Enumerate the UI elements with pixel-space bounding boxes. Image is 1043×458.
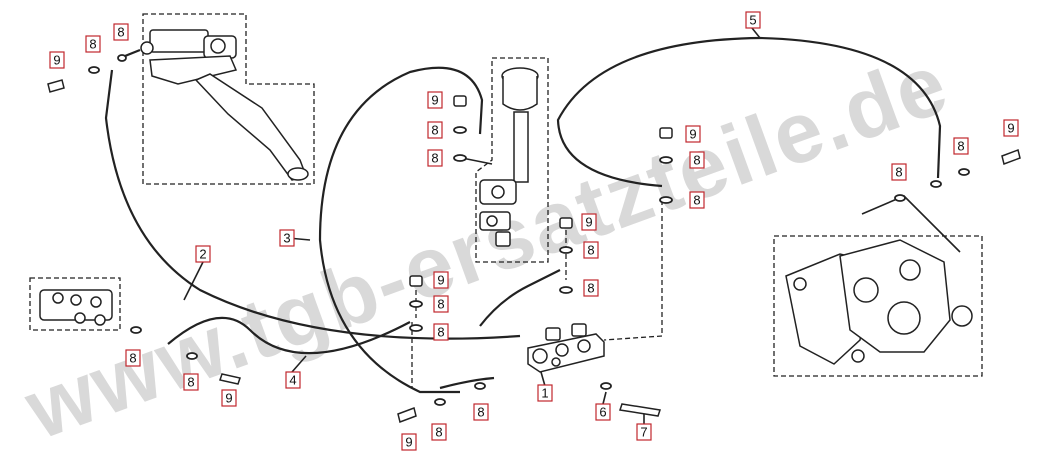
svg-text:8: 8: [693, 153, 700, 168]
svg-text:9: 9: [431, 93, 438, 108]
svg-text:8: 8: [957, 139, 964, 154]
callout-9b: 9: [427, 91, 443, 109]
left-brake-valve-assembly: [29, 277, 121, 331]
callout-8p: 8: [953, 137, 969, 155]
svg-text:6: 6: [599, 405, 606, 420]
callout-9a: 9: [49, 51, 65, 69]
svg-text:9: 9: [689, 127, 696, 142]
svg-text:8: 8: [477, 405, 484, 420]
svg-text:8: 8: [187, 375, 194, 390]
callout-9e: 9: [433, 271, 449, 289]
leader-lines: [183, 27, 761, 424]
callout-9f: 9: [221, 389, 237, 407]
callout-7: 7: [636, 423, 652, 441]
callout-8b: 8: [113, 23, 129, 41]
callout-8m: 8: [431, 423, 447, 441]
master-cylinder-assembly: [140, 13, 315, 185]
callout-8h: 8: [583, 279, 599, 297]
svg-text:9: 9: [225, 391, 232, 406]
svg-text:8: 8: [693, 193, 700, 208]
rear-brake-caliper-assembly: [773, 195, 983, 377]
svg-text:8: 8: [431, 151, 438, 166]
svg-text:9: 9: [585, 215, 592, 230]
callout-2: 2: [195, 245, 211, 263]
callout-9c: 9: [685, 125, 701, 143]
svg-text:9: 9: [53, 53, 60, 68]
svg-text:3: 3: [283, 231, 290, 246]
callouts: 1 2 3 4 5 6 7 8 8 8 8 8 8 8 8 8 8 8 8 8 …: [49, 11, 1019, 451]
callout-8i: 8: [433, 295, 449, 313]
svg-text:5: 5: [749, 13, 756, 28]
svg-text:1: 1: [541, 386, 548, 401]
svg-text:7: 7: [640, 425, 647, 440]
svg-text:9: 9: [437, 273, 444, 288]
svg-text:8: 8: [437, 297, 444, 312]
svg-text:8: 8: [431, 123, 438, 138]
svg-text:8: 8: [435, 425, 442, 440]
callout-9h: 9: [1003, 119, 1019, 137]
callout-8d: 8: [427, 149, 443, 167]
callout-8e: 8: [689, 151, 705, 169]
callout-4: 4: [285, 371, 301, 389]
callout-8k: 8: [125, 349, 141, 367]
svg-text:8: 8: [89, 37, 96, 52]
callout-8c: 8: [427, 121, 443, 139]
svg-text:8: 8: [587, 281, 594, 296]
svg-text:8: 8: [117, 25, 124, 40]
callout-8a: 8: [85, 35, 101, 53]
callout-8f: 8: [689, 191, 705, 209]
svg-text:8: 8: [129, 351, 136, 366]
callout-8n: 8: [473, 403, 489, 421]
callout-5: 5: [745, 11, 761, 29]
brake-distributor-block: [527, 323, 605, 373]
callout-8g: 8: [583, 241, 599, 259]
watermark-text: www.tgb-ersatzteile.de: [13, 35, 961, 458]
callout-9g: 9: [401, 433, 417, 451]
callout-8o: 8: [891, 163, 907, 181]
callout-8j: 8: [433, 323, 449, 341]
rear-master-cylinder-assembly: [461, 57, 549, 263]
callout-9d: 9: [581, 213, 597, 231]
callout-1: 1: [537, 384, 553, 402]
svg-text:8: 8: [437, 325, 444, 340]
svg-text:2: 2: [199, 247, 206, 262]
fittings: [47, 54, 1021, 423]
svg-text:8: 8: [587, 243, 594, 258]
callout-6: 6: [595, 403, 611, 421]
svg-text:9: 9: [1007, 121, 1014, 136]
svg-text:4: 4: [289, 373, 296, 388]
callout-8l: 8: [183, 373, 199, 391]
svg-text:9: 9: [405, 435, 412, 450]
svg-text:8: 8: [895, 165, 902, 180]
callout-3: 3: [279, 229, 295, 247]
